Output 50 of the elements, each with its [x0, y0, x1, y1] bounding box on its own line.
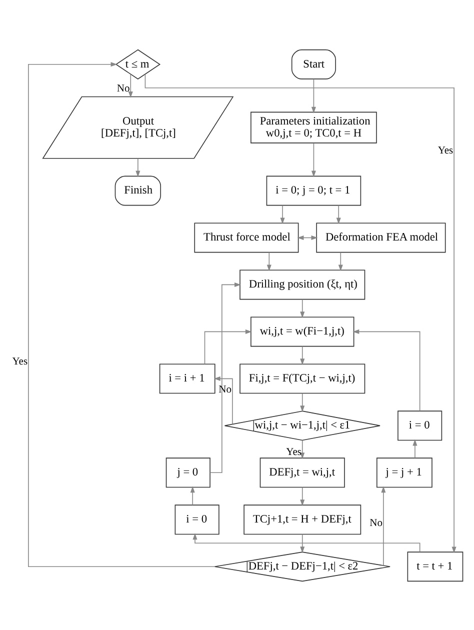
edge-label: No — [116, 82, 130, 94]
arrow — [192, 532, 420, 552]
arrow — [380, 486, 386, 566]
node-box: i = 0 — [397, 410, 442, 440]
arrow — [204, 328, 252, 364]
arrow — [128, 73, 132, 98]
arrow — [280, 204, 284, 224]
arrow — [310, 78, 316, 113]
arrow — [300, 439, 304, 459]
edge-label: No — [369, 517, 382, 528]
node-box: j = 0 — [165, 457, 210, 488]
arrow — [266, 251, 271, 271]
node-box: i = 0 — [174, 504, 219, 534]
arrow — [209, 282, 240, 473]
arrow — [28, 62, 214, 567]
node-diamond: |DEFj,t − DEFj−1,t| < ε2 — [214, 551, 390, 582]
arrow — [310, 142, 316, 177]
arrow — [300, 392, 304, 412]
edge-label: Yes — [12, 356, 28, 367]
arrow — [352, 328, 420, 411]
node-box: DEFj,t = wi,j,t — [259, 457, 344, 488]
arrow — [213, 376, 232, 424]
arrow — [300, 298, 304, 318]
arrow — [336, 204, 340, 224]
node-box: j = j + 1 — [376, 457, 432, 488]
node-box: Parameters initialization w0,j,t = 0; TC0,t = H — [250, 111, 376, 143]
arrow — [338, 251, 342, 271]
arrow — [300, 486, 304, 506]
node-box: Finish — [114, 175, 160, 206]
arrow — [144, 73, 456, 553]
node-box: Deformation FEA model — [316, 222, 446, 252]
arrow — [412, 438, 417, 458]
node-diamond: t ≤ m — [114, 48, 160, 79]
edge-label: No — [218, 384, 232, 395]
edge-label: Yes — [286, 446, 301, 458]
arrow — [300, 345, 304, 365]
arrow — [300, 533, 304, 553]
node-box: TCj+1,t = H + DEFj,t — [243, 504, 361, 534]
node-box: Drilling position (ξt, ηt) — [239, 269, 365, 300]
node-box: t = t + 1 — [406, 551, 463, 582]
node-box: Thrust force model — [194, 222, 298, 252]
arrow — [190, 486, 194, 505]
node-box: Start — [290, 48, 336, 79]
edge-label: Yes — [437, 144, 453, 156]
node-box: i = 0; j = 0; t = 1 — [266, 175, 361, 206]
node-box: i = i + 1 — [158, 363, 215, 394]
node-diamond: |wi,j,t − wi−1,j,t| < ε1 — [224, 410, 380, 440]
arrow — [135, 158, 140, 177]
node-box: Fi,j,t = F(TCj,t − wi,j,t) — [239, 363, 365, 394]
node-box: wi,j,t = w(Fi−1,j,t) — [250, 316, 354, 346]
